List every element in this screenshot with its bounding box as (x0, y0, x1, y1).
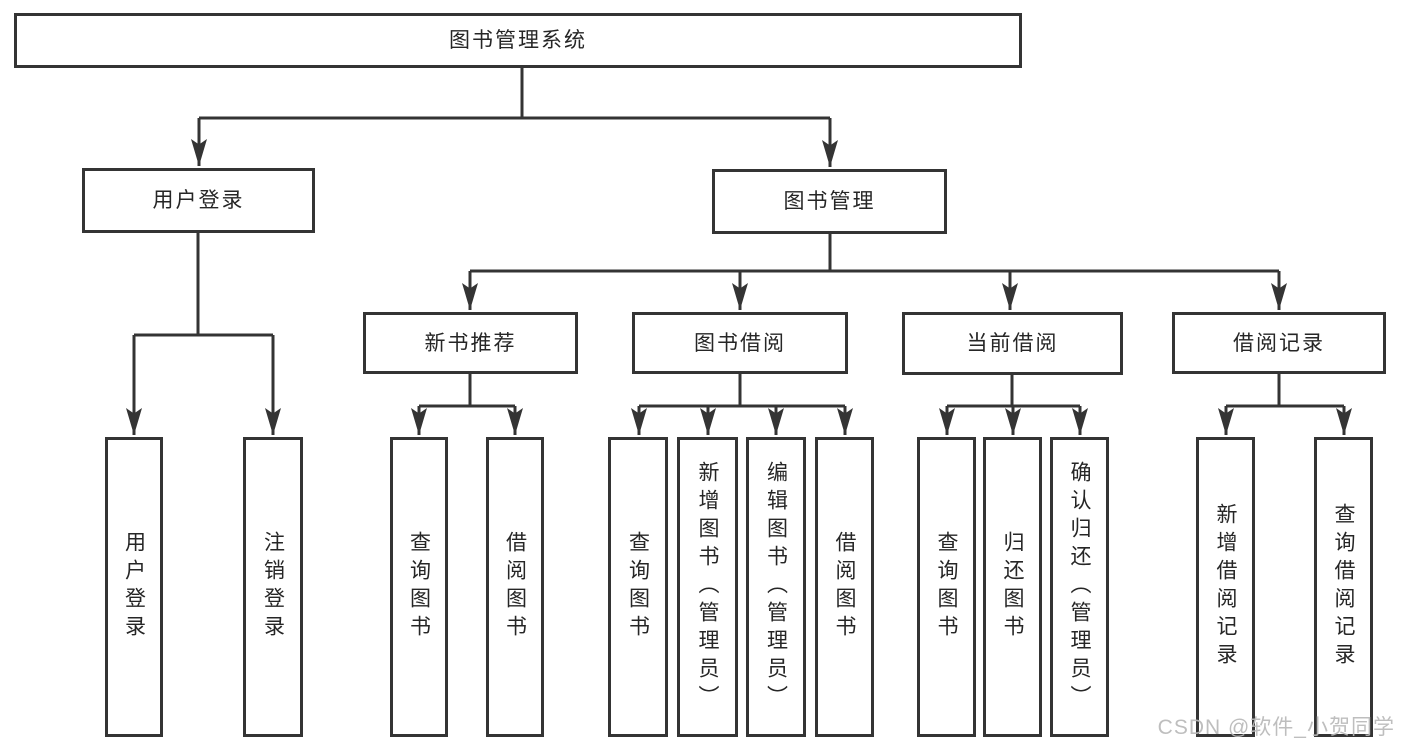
node-current-borrow-label: 当前借阅 (966, 332, 1059, 355)
node-book-borrow: 图书借阅 (632, 312, 848, 374)
leaf-edit-book-admin: 编辑图书（管理员） (746, 437, 806, 737)
leaf-query-borrow-record-label: 查询借阅记录 (1332, 503, 1355, 671)
leaf-user-login-label: 用户登录 (122, 531, 146, 643)
node-root: 图书管理系统 (14, 13, 1022, 68)
leaf-return-book: 归还图书 (983, 437, 1042, 737)
leaf-borrow-books-1: 借阅图书 (486, 437, 544, 737)
leaf-logout: 注销登录 (243, 437, 303, 737)
leaf-confirm-return-admin: 确认归还（管理员） (1050, 437, 1109, 737)
node-book-management-label: 图书管理 (783, 190, 876, 213)
node-new-book-recommend-label: 新书推荐 (424, 331, 517, 355)
node-user-login-label: 用户登录 (152, 189, 245, 212)
leaf-query-books-2-label: 查询图书 (626, 531, 650, 643)
node-borrow-records-label: 借阅记录 (1233, 331, 1325, 355)
node-current-borrow: 当前借阅 (902, 312, 1123, 375)
leaf-logout-label: 注销登录 (261, 531, 285, 643)
leaf-add-book-admin-label: 新增图书（管理员） (696, 461, 719, 713)
node-book-management: 图书管理 (712, 169, 947, 234)
leaf-query-books-3-label: 查询图书 (935, 531, 958, 643)
node-root-label: 图书管理系统 (449, 29, 587, 52)
leaf-query-books-1-label: 查询图书 (407, 531, 431, 643)
node-new-book-recommend: 新书推荐 (363, 312, 578, 374)
leaf-query-books-1: 查询图书 (390, 437, 448, 737)
leaf-borrow-books-2-label: 借阅图书 (833, 531, 856, 643)
leaf-user-login: 用户登录 (105, 437, 163, 737)
leaf-borrow-books-2: 借阅图书 (815, 437, 874, 737)
leaf-return-book-label: 归还图书 (1001, 531, 1024, 643)
leaf-add-borrow-record: 新增借阅记录 (1196, 437, 1255, 737)
watermark-text: CSDN @软件_小贺同学 (1157, 716, 1395, 739)
leaf-confirm-return-admin-label: 确认归还（管理员） (1068, 461, 1091, 713)
node-borrow-records: 借阅记录 (1172, 312, 1386, 374)
leaf-query-borrow-record: 查询借阅记录 (1314, 437, 1373, 737)
leaf-query-books-3: 查询图书 (917, 437, 976, 737)
node-user-login: 用户登录 (82, 168, 315, 233)
leaf-add-borrow-record-label: 新增借阅记录 (1214, 503, 1237, 671)
node-book-borrow-label: 图书借阅 (694, 331, 786, 355)
leaf-edit-book-admin-label: 编辑图书（管理员） (764, 461, 788, 713)
leaf-add-book-admin: 新增图书（管理员） (677, 437, 738, 737)
leaf-borrow-books-1-label: 借阅图书 (503, 531, 527, 643)
leaf-query-books-2: 查询图书 (608, 437, 668, 737)
